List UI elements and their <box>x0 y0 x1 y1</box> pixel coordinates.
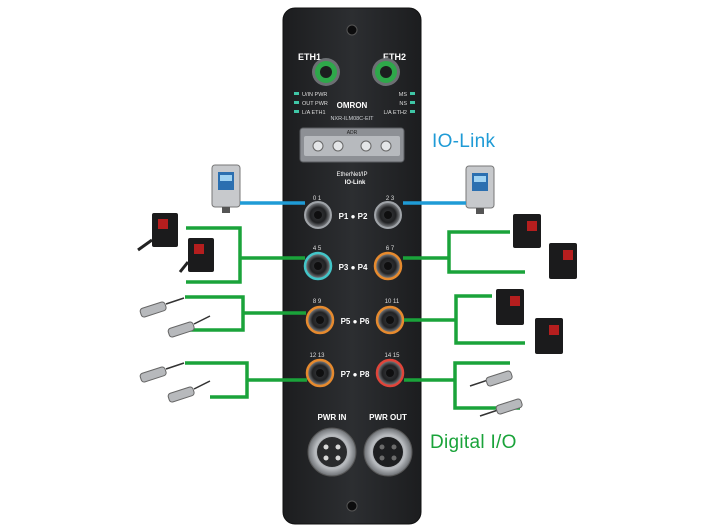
iolink-logo-label: IO-Link <box>345 180 366 186</box>
led-label-uin-pwr: U/IN PWR <box>302 92 327 98</box>
pwr-in-connector <box>307 427 357 477</box>
port-pair-label: P3 ● P4 <box>339 263 368 272</box>
led-label-out-pwr: OUT PWR <box>302 101 328 107</box>
pwr-in-label: PWR IN <box>318 413 347 422</box>
photoelectric-sensor-right-2 <box>549 243 577 279</box>
wire-right-p4 <box>447 230 525 274</box>
iolink-sensor-left <box>211 164 241 213</box>
address-switch-panel: ADR <box>299 127 405 163</box>
status-leds-right: MS NS L/A ETH2 <box>383 92 415 116</box>
port-p3-p4: 4 5 6 7 P3 ● P4 <box>303 246 403 281</box>
photoelectric-sensor-left-1 <box>137 213 178 252</box>
port-p1-p2: 0 1 2 3 P1 ● P2 <box>304 196 402 229</box>
proximity-sensor-left-4 <box>167 380 211 403</box>
proximity-sensor-right-2 <box>479 398 523 417</box>
adr-label: ADR <box>347 130 358 136</box>
ethernetip-label: EtherNet/IP <box>336 172 367 178</box>
io-link-caption: IO-Link <box>432 131 496 152</box>
digital-io-wiring <box>182 226 525 410</box>
eth2-label: ETH2 <box>383 52 406 62</box>
port-number-right: 2 3 <box>386 196 395 202</box>
mounting-hole-top <box>346 24 358 36</box>
proximity-sensor-right-1 <box>469 370 513 387</box>
led-label-la-eth1: L/A ETH1 <box>302 110 326 116</box>
io-link-master-module: ETH1 ETH2 U/IN PWR OUT PWR L/A ETH1 <box>282 7 422 525</box>
proximity-sensors <box>139 297 523 417</box>
port-number-left: 4 5 <box>313 246 322 252</box>
port-pair-label: P5 ● P6 <box>341 317 370 326</box>
led-label-ms: MS <box>399 92 408 98</box>
iolink-sensor-right <box>465 165 495 214</box>
pwr-out-connector <box>363 427 413 477</box>
port-number-left: 12 13 <box>309 353 325 359</box>
eth1-connector <box>312 58 340 86</box>
port-number-right: 10 11 <box>385 299 400 305</box>
eth1-label: ETH1 <box>298 52 321 62</box>
port-p7-p8: 12 13 14 15 P7 ● P8 <box>305 353 405 388</box>
led-label-ns: NS <box>399 101 407 107</box>
wire-left-p3 <box>186 226 242 284</box>
proximity-sensor-left-1 <box>139 297 185 318</box>
photoelectric-sensor-left-2 <box>178 238 214 273</box>
port-pair-label: P1 ● P2 <box>339 212 368 221</box>
wire-right-p8 <box>453 361 520 410</box>
port-number-right: 14 15 <box>384 353 400 359</box>
photoelectric-sensor-right-4 <box>535 318 563 354</box>
proximity-sensor-left-3 <box>139 362 185 383</box>
led-label-la-eth2: L/A ETH2 <box>383 110 407 116</box>
proximity-sensor-left-2 <box>167 315 211 338</box>
status-leds-left: U/IN PWR OUT PWR L/A ETH1 <box>294 92 328 116</box>
pwr-out-label: PWR OUT <box>369 413 407 422</box>
model-number: NXR-ILM08C-EIT <box>330 116 374 122</box>
brand-logo: OMRON <box>337 101 368 110</box>
eth2-connector <box>372 58 400 86</box>
port-number-left: 8 9 <box>313 299 322 305</box>
port-pair-label: P7 ● P8 <box>341 370 370 379</box>
port-p5-p6: 8 9 10 11 P5 ● P6 <box>305 299 405 335</box>
port-number-right: 6 7 <box>386 246 395 252</box>
port-number-left: 0 1 <box>313 196 322 202</box>
mounting-hole-bottom <box>346 500 358 512</box>
photoelectric-sensor-right-3 <box>496 289 524 325</box>
photoelectric-sensor-right-1 <box>513 214 541 248</box>
digital-io-caption: Digital I/O <box>430 432 517 453</box>
